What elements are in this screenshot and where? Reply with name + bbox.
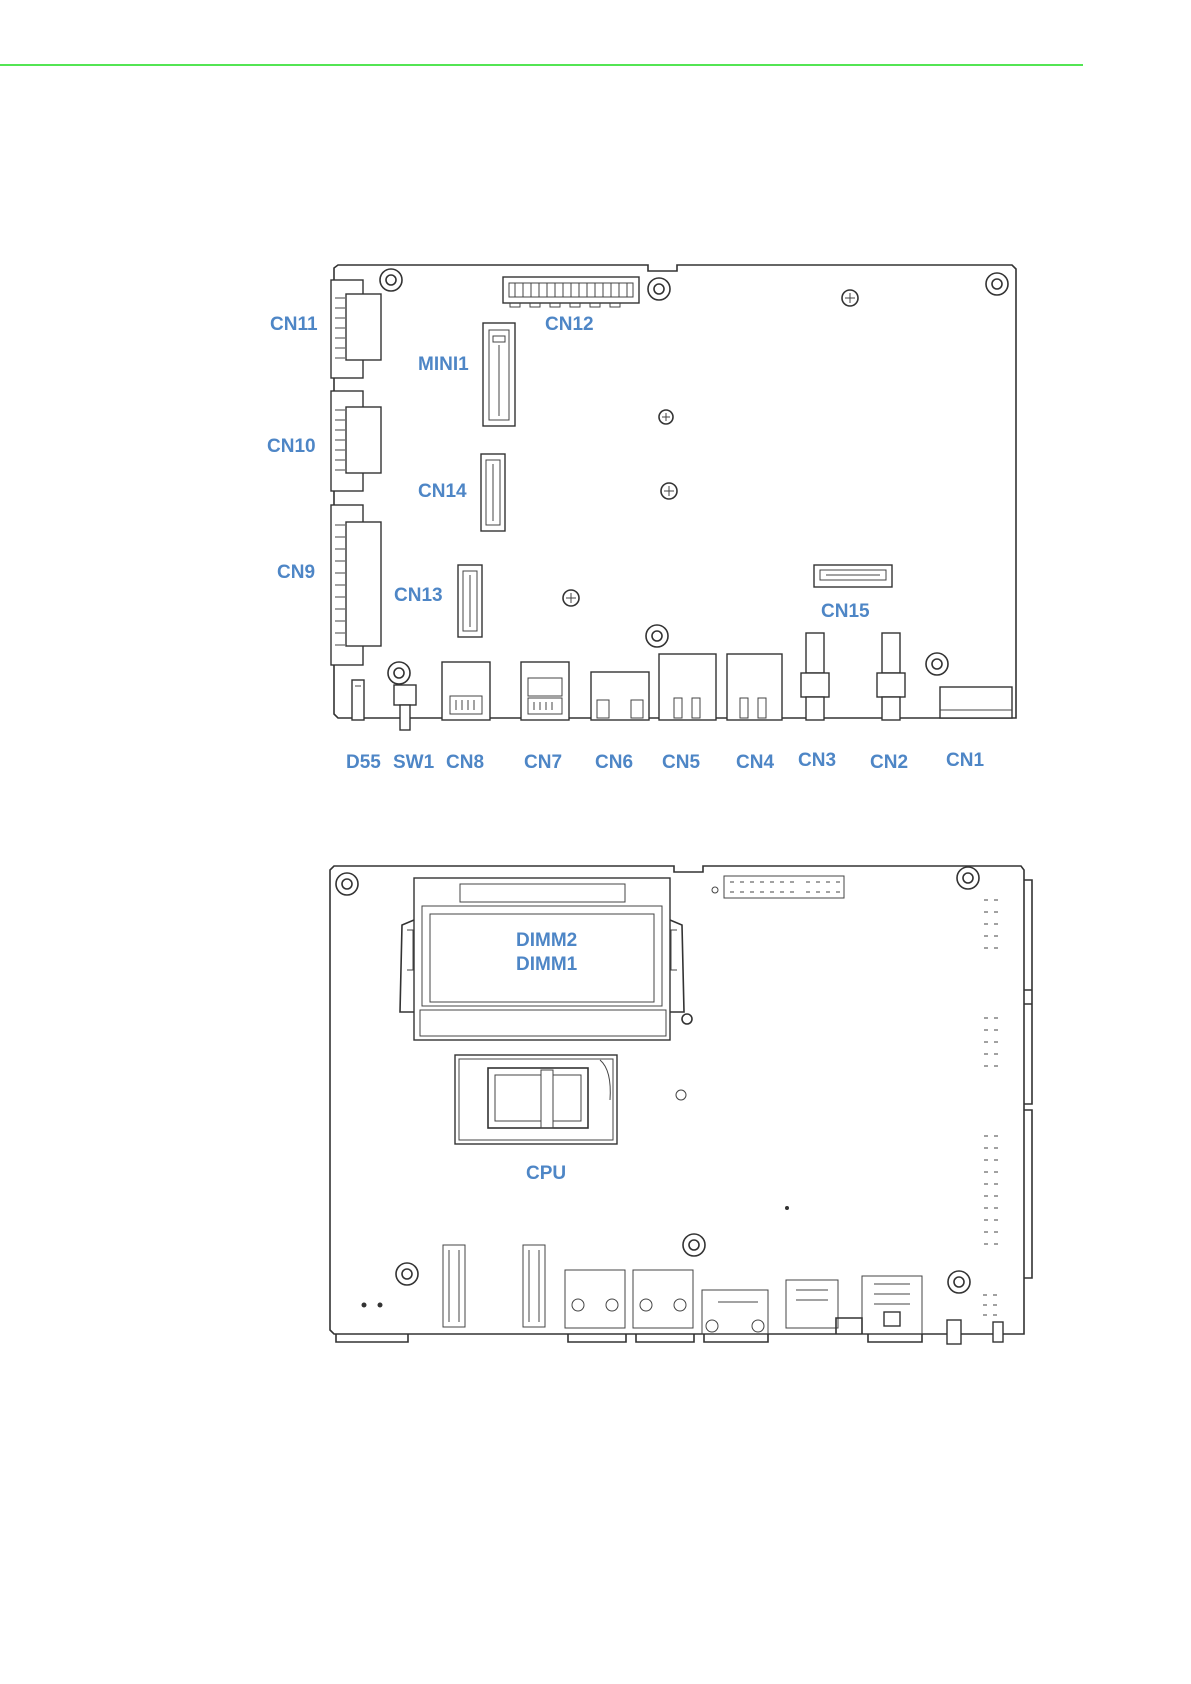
cn13-slot [458,565,482,637]
cn10-connector [331,391,381,491]
cn15-connector [814,565,892,587]
mounting-hole-icon [648,278,670,300]
mounting-hole-icon [646,625,668,647]
sw1-switch [394,685,416,730]
cn6-connector [591,672,649,720]
mounting-hole-icon [380,269,402,291]
dimm1-label: DIMM1 [516,954,578,975]
sw1-label: SW1 [393,752,435,773]
cpu-package [455,1055,617,1144]
cn7-label: CN7 [524,752,562,773]
cn1-connector [940,687,1012,718]
cn10-label: CN10 [267,436,316,457]
cn15-label: CN15 [821,601,870,622]
screw-icon [563,590,579,606]
cn5-connector [659,654,716,720]
cn4-connector [727,654,782,720]
screw-icon [842,290,858,306]
cn9-connector [331,505,381,665]
cn14-label: CN14 [418,481,467,502]
cn3-connector [801,633,829,720]
cn14-slot [481,454,505,531]
cn8-label: CN8 [446,752,484,773]
cpu-label: CPU [526,1163,566,1184]
cn4-label: CN4 [736,752,774,773]
mounting-hole-icon [683,1234,705,1256]
cn11-label: CN11 [270,314,318,335]
mounting-hole-icon [986,273,1008,295]
cn8-connector [442,662,490,720]
mounting-hole-icon [948,1271,970,1293]
via-icon [676,1090,686,1100]
cn3-label: CN3 [798,750,836,771]
cn5-label: CN5 [662,752,700,773]
bottom-view-board [330,866,1032,1344]
mounting-hole-icon [388,662,410,684]
d55-led [352,680,364,720]
d55-label: D55 [346,752,381,773]
cn1-label: CN1 [946,750,984,771]
mini1-slot [483,323,515,426]
cn13-label: CN13 [394,585,443,606]
cn9-label: CN9 [277,562,315,583]
bottom-edge-connectors [336,1206,1003,1344]
mounting-hole-icon [926,653,948,675]
cn12-connector [503,277,639,307]
bottom-header-pins [712,876,844,898]
cn6-label: CN6 [595,752,633,773]
cn2-connector [877,633,905,720]
mounting-hole-icon [336,873,358,895]
cn11-connector [331,280,381,378]
screw-icon [682,1014,692,1024]
dimm2-label: DIMM2 [516,930,577,951]
cn2-label: CN2 [870,752,908,773]
mounting-hole-icon [396,1263,418,1285]
mini1-label: MINI1 [418,354,469,375]
mounting-hole-icon [957,867,979,889]
cn7-connector [521,662,569,720]
screw-icon [661,483,677,499]
cn12-label: CN12 [545,314,594,335]
screw-icon [659,410,673,424]
